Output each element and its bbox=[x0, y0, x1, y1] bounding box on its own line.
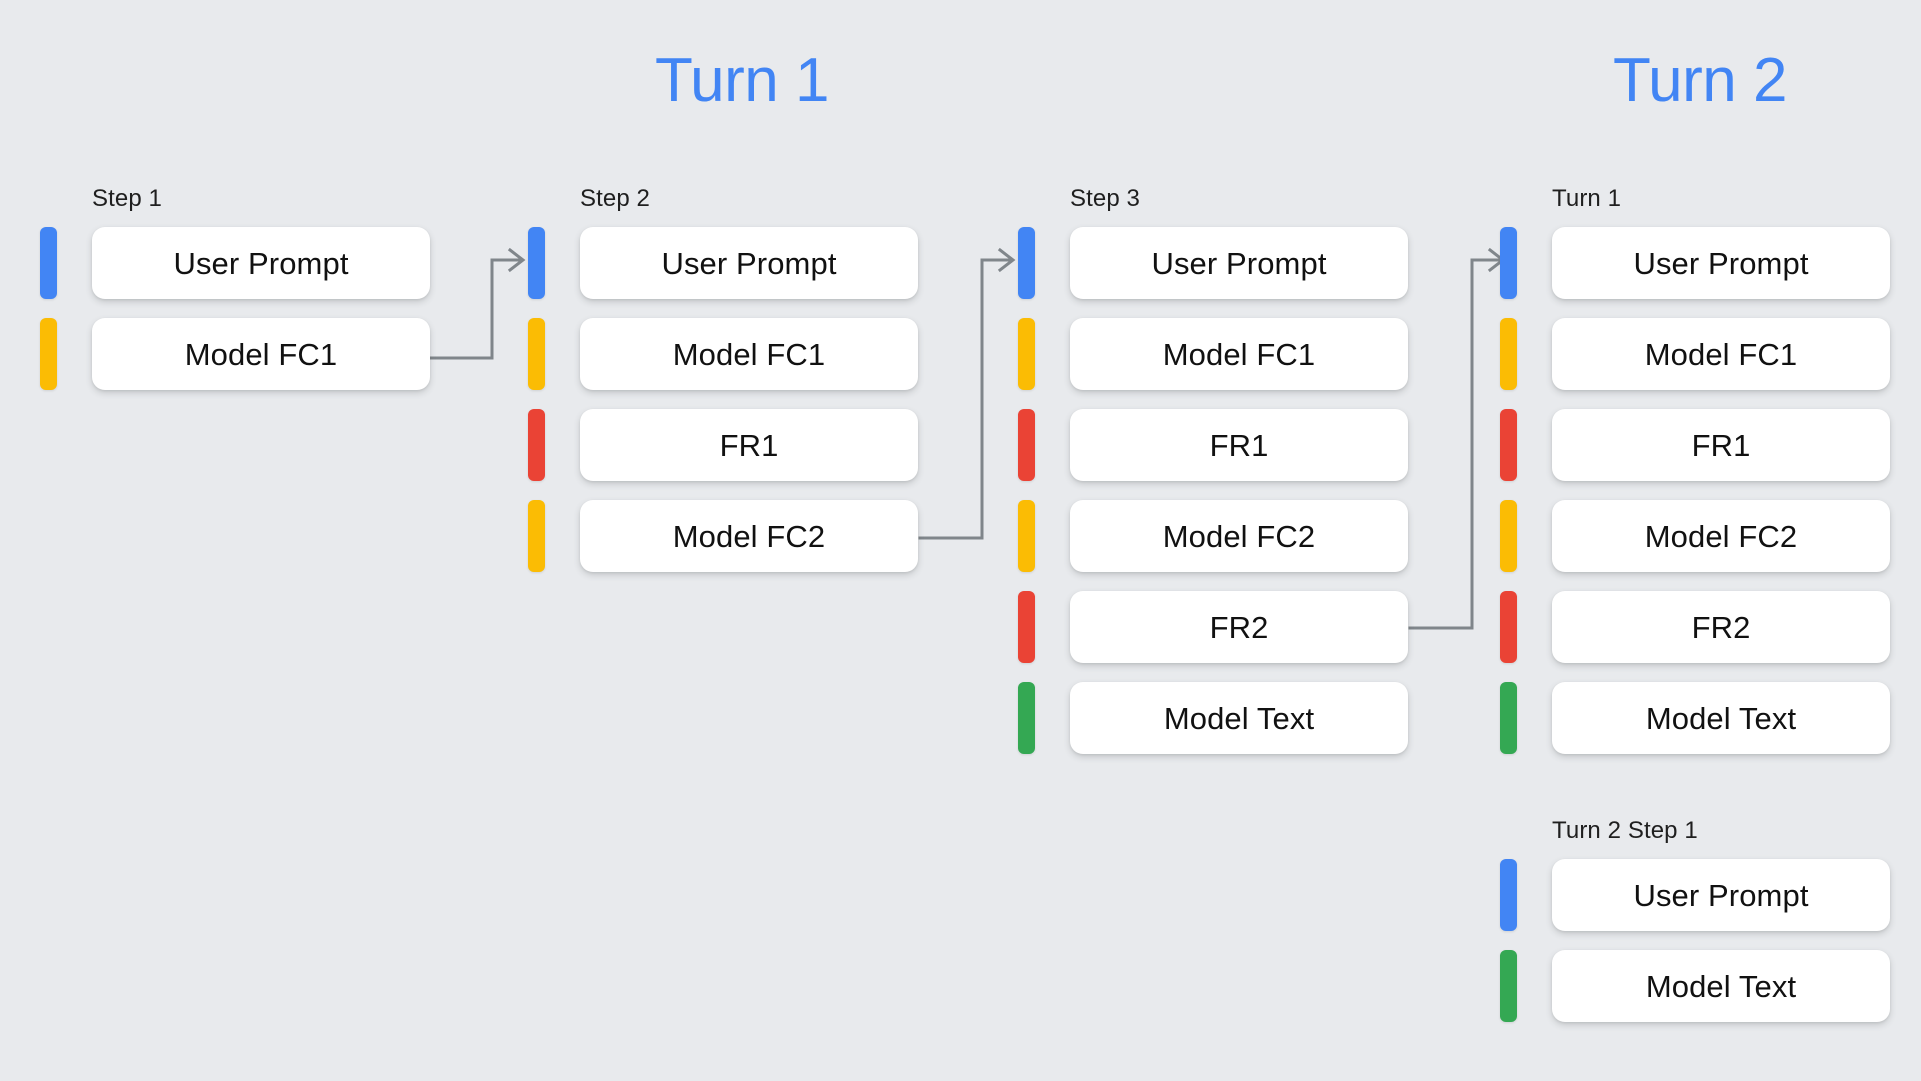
card-model-text[interactable]: Model Text bbox=[1070, 682, 1408, 754]
card-label: Model FC1 bbox=[1162, 336, 1316, 372]
type-bar-green bbox=[1500, 682, 1517, 754]
card-label: FR1 bbox=[719, 427, 779, 463]
type-bar-blue bbox=[1500, 227, 1517, 299]
row-fr1[interactable]: FR1 bbox=[1500, 409, 1890, 481]
row-model-text[interactable]: Model Text bbox=[1018, 682, 1408, 754]
card-label: Model FC2 bbox=[672, 518, 826, 554]
type-bar-yellow bbox=[40, 318, 57, 390]
type-bar-yellow bbox=[1500, 318, 1517, 390]
card-label: Model Text bbox=[1163, 700, 1315, 736]
group-label-step-1: Step 1 bbox=[92, 185, 162, 212]
type-bar-yellow bbox=[1018, 318, 1035, 390]
type-bar-yellow bbox=[528, 318, 545, 390]
row-user-prompt[interactable]: User Prompt bbox=[1500, 227, 1890, 299]
card-user-prompt[interactable]: User Prompt bbox=[1070, 227, 1408, 299]
card-model-fc2[interactable]: Model FC2 bbox=[580, 500, 918, 572]
row-model-fc1[interactable]: Model FC1 bbox=[40, 318, 430, 390]
card-label: FR1 bbox=[1691, 427, 1751, 463]
row-fr1[interactable]: FR1 bbox=[528, 409, 918, 481]
row-model-fc2[interactable]: Model FC2 bbox=[1018, 500, 1408, 572]
card-label: Model Text bbox=[1645, 700, 1797, 736]
card-label: User Prompt bbox=[1633, 877, 1809, 913]
connector-step1-to-step2 bbox=[428, 247, 526, 360]
card-fr1[interactable]: FR1 bbox=[1552, 409, 1890, 481]
card-label: FR2 bbox=[1691, 609, 1751, 645]
card-label: Model FC1 bbox=[184, 336, 338, 372]
row-model-fc2[interactable]: Model FC2 bbox=[528, 500, 918, 572]
row-model-text[interactable]: Model Text bbox=[1500, 950, 1890, 1022]
type-bar-blue bbox=[1500, 859, 1517, 931]
card-model-fc2[interactable]: Model FC2 bbox=[1070, 500, 1408, 572]
card-label: User Prompt bbox=[1151, 245, 1327, 281]
row-model-fc1[interactable]: Model FC1 bbox=[1018, 318, 1408, 390]
type-bar-yellow bbox=[1500, 500, 1517, 572]
group-label-turn-1-history: Turn 1 bbox=[1552, 185, 1622, 212]
row-user-prompt[interactable]: User Prompt bbox=[528, 227, 918, 299]
card-label: Model FC1 bbox=[672, 336, 826, 372]
type-bar-red bbox=[1018, 409, 1035, 481]
row-fr1[interactable]: FR1 bbox=[1018, 409, 1408, 481]
row-user-prompt[interactable]: User Prompt bbox=[40, 227, 430, 299]
row-model-text[interactable]: Model Text bbox=[1500, 682, 1890, 754]
card-model-fc2[interactable]: Model FC2 bbox=[1552, 500, 1890, 572]
group-label-step-3: Step 3 bbox=[1070, 185, 1140, 212]
title-turn-1: Turn 1 bbox=[655, 46, 829, 115]
card-label: User Prompt bbox=[1633, 245, 1809, 281]
type-bar-green bbox=[1018, 682, 1035, 754]
type-bar-yellow bbox=[1018, 500, 1035, 572]
type-bar-blue bbox=[528, 227, 545, 299]
group-label-step-2: Step 2 bbox=[580, 185, 650, 212]
type-bar-red bbox=[528, 409, 545, 481]
card-user-prompt[interactable]: User Prompt bbox=[1552, 859, 1890, 931]
row-user-prompt[interactable]: User Prompt bbox=[1018, 227, 1408, 299]
type-bar-red bbox=[1018, 591, 1035, 663]
card-fr2[interactable]: FR2 bbox=[1552, 591, 1890, 663]
card-model-text[interactable]: Model Text bbox=[1552, 950, 1890, 1022]
card-model-text[interactable]: Model Text bbox=[1552, 682, 1890, 754]
card-user-prompt[interactable]: User Prompt bbox=[580, 227, 918, 299]
card-label: Model FC1 bbox=[1644, 336, 1798, 372]
title-turn-2: Turn 2 bbox=[1613, 46, 1787, 115]
card-model-fc1[interactable]: Model FC1 bbox=[1070, 318, 1408, 390]
row-fr2[interactable]: FR2 bbox=[1500, 591, 1890, 663]
card-model-fc1[interactable]: Model FC1 bbox=[580, 318, 918, 390]
card-label: Model Text bbox=[1645, 968, 1797, 1004]
card-fr1[interactable]: FR1 bbox=[580, 409, 918, 481]
card-label: Model FC2 bbox=[1162, 518, 1316, 554]
card-model-fc1[interactable]: Model FC1 bbox=[1552, 318, 1890, 390]
card-user-prompt[interactable]: User Prompt bbox=[92, 227, 430, 299]
row-model-fc2[interactable]: Model FC2 bbox=[1500, 500, 1890, 572]
card-fr2[interactable]: FR2 bbox=[1070, 591, 1408, 663]
type-bar-red bbox=[1500, 591, 1517, 663]
type-bar-yellow bbox=[528, 500, 545, 572]
connector-step2-to-step3 bbox=[918, 247, 1016, 540]
type-bar-blue bbox=[1018, 227, 1035, 299]
card-user-prompt[interactable]: User Prompt bbox=[1552, 227, 1890, 299]
row-model-fc1[interactable]: Model FC1 bbox=[528, 318, 918, 390]
card-label: Model FC2 bbox=[1644, 518, 1798, 554]
type-bar-blue bbox=[40, 227, 57, 299]
row-user-prompt[interactable]: User Prompt bbox=[1500, 859, 1890, 931]
row-model-fc1[interactable]: Model FC1 bbox=[1500, 318, 1890, 390]
type-bar-red bbox=[1500, 409, 1517, 481]
type-bar-green bbox=[1500, 950, 1517, 1022]
group-label-turn-2-step-1: Turn 2 Step 1 bbox=[1552, 817, 1698, 844]
card-label: User Prompt bbox=[661, 245, 837, 281]
card-label: FR1 bbox=[1209, 427, 1269, 463]
row-fr2[interactable]: FR2 bbox=[1018, 591, 1408, 663]
card-label: User Prompt bbox=[173, 245, 349, 281]
card-model-fc1[interactable]: Model FC1 bbox=[92, 318, 430, 390]
card-label: FR2 bbox=[1209, 609, 1269, 645]
card-fr1[interactable]: FR1 bbox=[1070, 409, 1408, 481]
